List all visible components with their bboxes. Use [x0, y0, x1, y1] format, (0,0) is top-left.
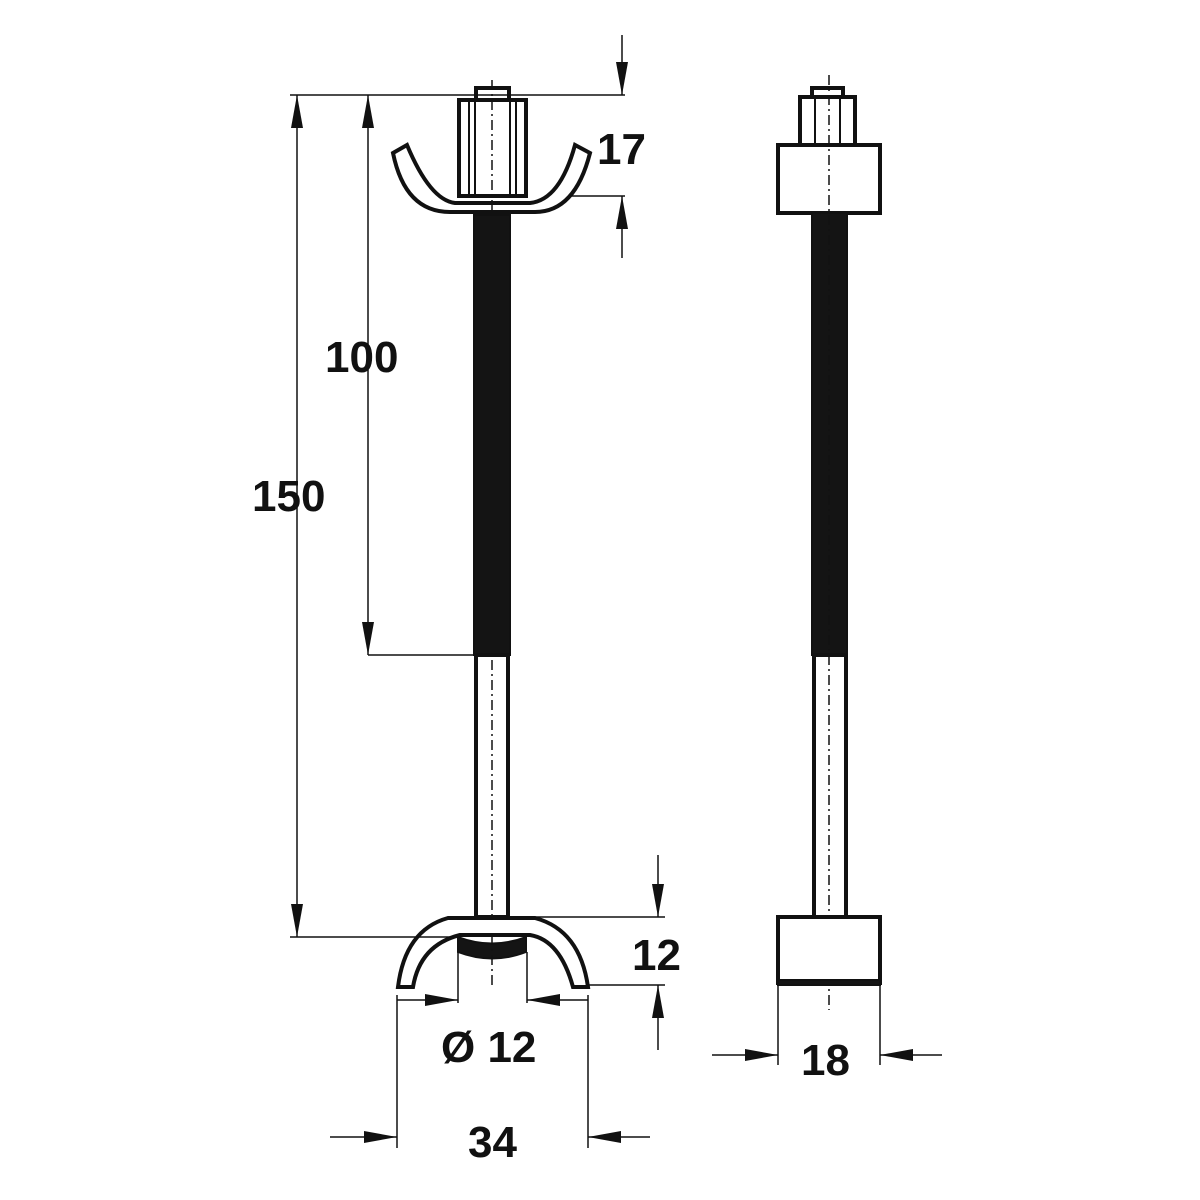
front-top-clamp — [390, 142, 593, 214]
front-threaded-rod — [473, 214, 511, 656]
label-bottom-clamp-height: 12 — [632, 931, 681, 980]
label-thread-length: 100 — [325, 333, 398, 382]
front-bottom-clamp — [395, 916, 591, 989]
label-side-view-width: 18 — [801, 1036, 850, 1085]
side-plain-shank — [812, 653, 848, 919]
label-top-nut-height: 17 — [597, 125, 646, 174]
front-bottom-head — [457, 935, 527, 960]
side-top-nut-hex — [798, 95, 857, 147]
side-view — [776, 75, 882, 1010]
side-bottom-block — [776, 915, 882, 985]
dimension-lines — [290, 35, 942, 1148]
label-total-length: 150 — [252, 472, 325, 521]
label-rod-diameter: Ø 12 — [441, 1023, 536, 1072]
front-view — [390, 80, 593, 1003]
label-clamp-width: 34 — [468, 1118, 517, 1167]
